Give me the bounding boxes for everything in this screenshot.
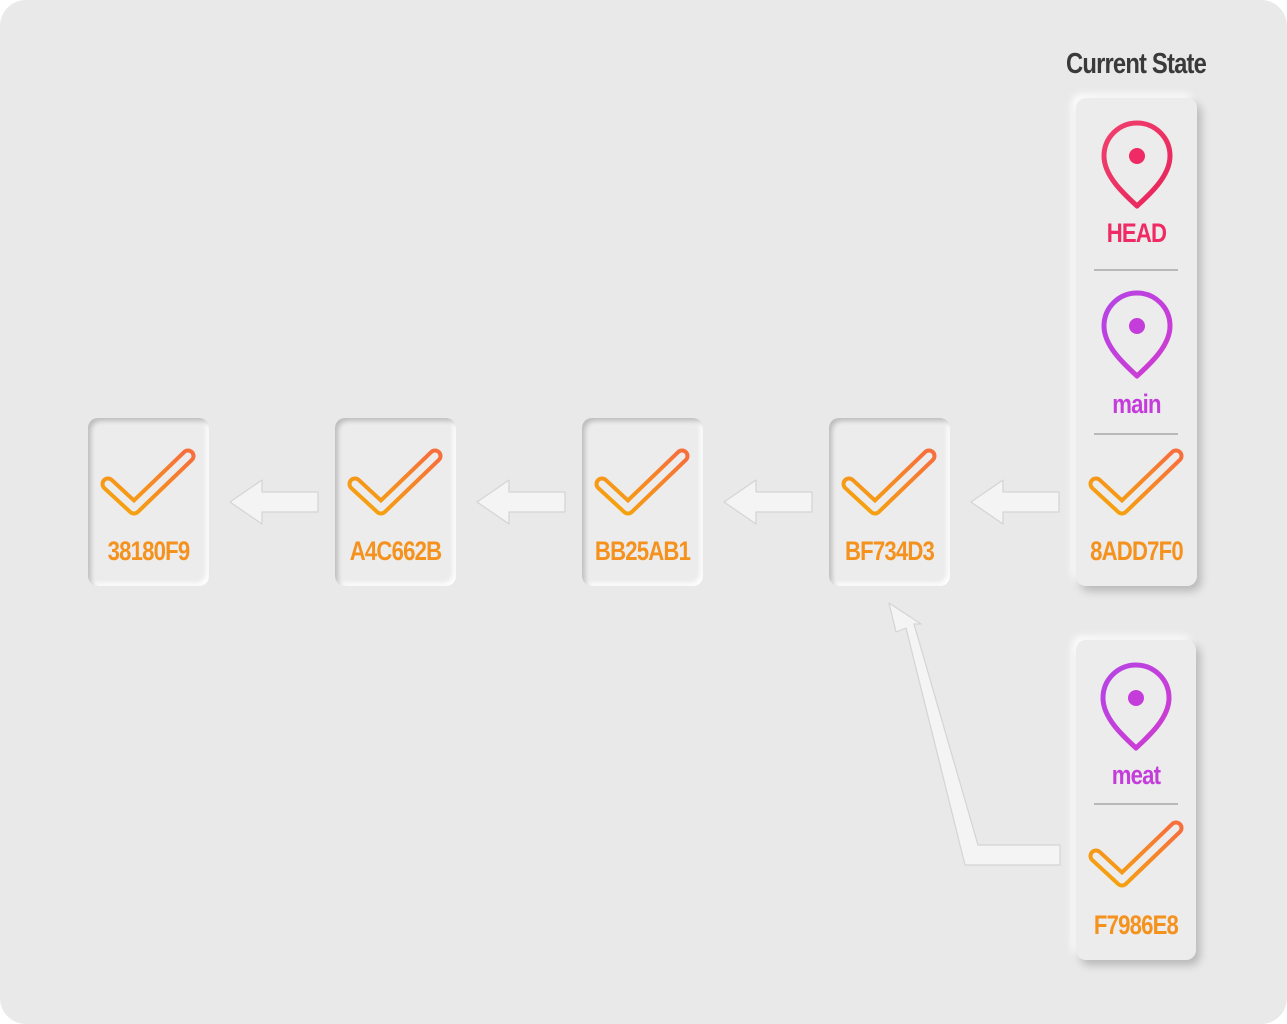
check-icon: [594, 448, 690, 516]
commit-hash: F7986E8: [1093, 910, 1179, 940]
map-pin-icon: [1100, 662, 1172, 751]
branch-link-arrow: [888, 602, 1061, 866]
check-icon: [841, 448, 937, 516]
commit-hash: BB25AB1: [594, 536, 691, 566]
branch-card-meat[interactable]: meat F7986E8: [1076, 640, 1196, 960]
arrow-left-icon: [229, 479, 319, 525]
map-pin-icon: [1101, 290, 1173, 379]
divider: [1094, 269, 1178, 271]
check-icon: [347, 448, 443, 516]
commit-hash: 38180F9: [107, 536, 190, 566]
current-state-card[interactable]: HEAD main 8ADD7F0: [1076, 98, 1197, 586]
commit-hash: A4C662B: [349, 536, 442, 566]
commit-card[interactable]: 38180F9: [88, 418, 209, 586]
current-state-title: Current State: [1066, 48, 1207, 80]
check-icon: [1088, 820, 1184, 888]
commit-card[interactable]: A4C662B: [335, 418, 456, 586]
divider: [1094, 803, 1178, 805]
commit-hash: 8ADD7F0: [1090, 536, 1184, 566]
check-icon: [1088, 448, 1184, 516]
branch-label-meat: meat: [1111, 760, 1161, 790]
commit-card[interactable]: BB25AB1: [582, 418, 703, 586]
head-label: HEAD: [1106, 218, 1167, 248]
map-pin-icon: [1101, 120, 1173, 209]
divider: [1094, 433, 1178, 435]
arrow-left-icon: [723, 479, 813, 525]
arrow-left-icon: [476, 479, 566, 525]
commit-hash: BF734D3: [844, 536, 935, 566]
branch-label-main: main: [1112, 389, 1161, 419]
check-icon: [100, 448, 196, 516]
arrow-left-icon: [970, 479, 1060, 525]
commit-card[interactable]: BF734D3: [829, 418, 950, 586]
